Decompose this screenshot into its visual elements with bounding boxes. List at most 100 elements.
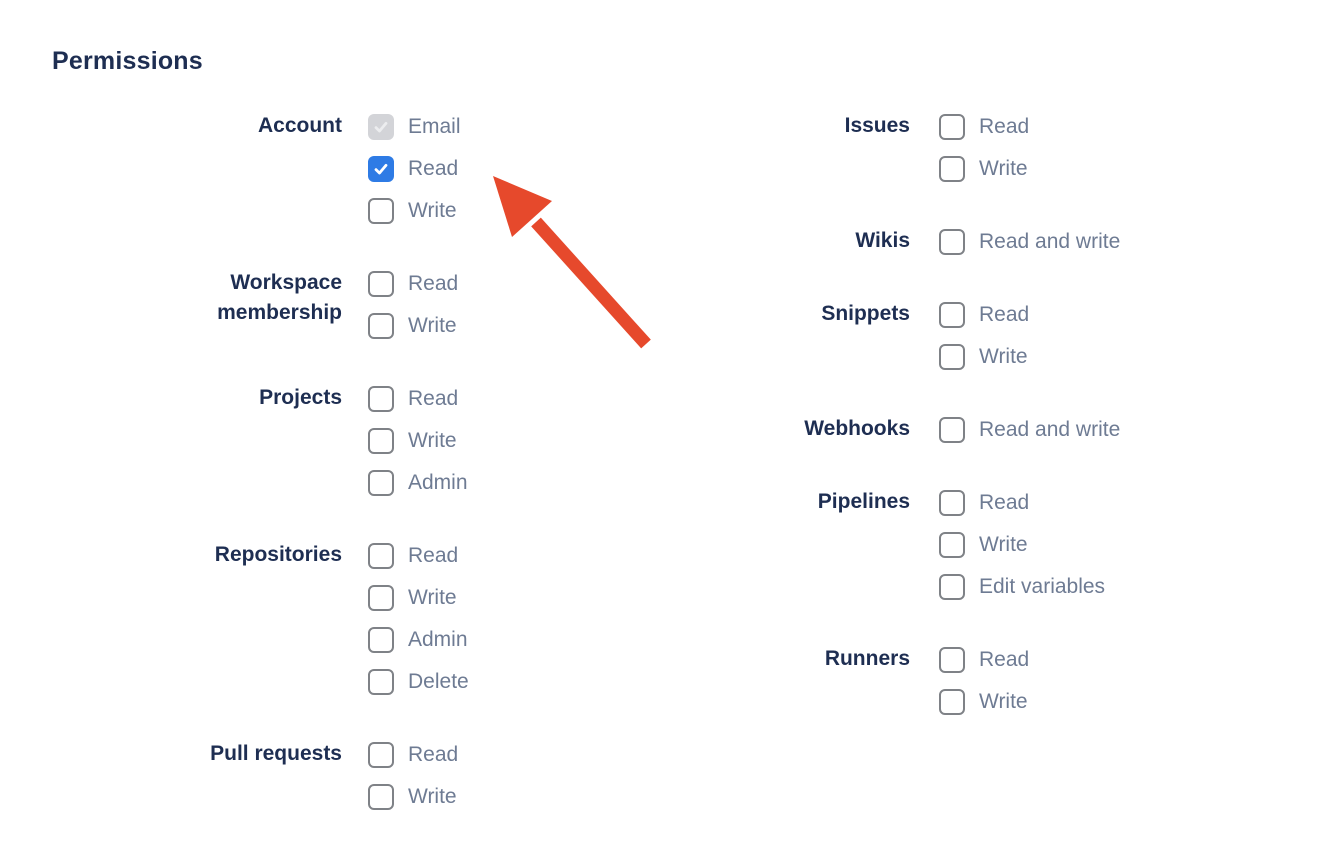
label-repositories-read: Read	[408, 544, 459, 567]
option-pull-requests-write[interactable]: Write	[368, 784, 458, 810]
checkbox-runners-write[interactable]	[939, 689, 965, 715]
option-wikis-read-and-write[interactable]: Read and write	[939, 229, 1120, 255]
checkbox-projects-read[interactable]	[368, 386, 394, 412]
checkbox-issues-write[interactable]	[939, 156, 965, 182]
checkbox-pipelines-read[interactable]	[939, 490, 965, 516]
option-runners-read[interactable]: Read	[939, 647, 1029, 673]
label-pull-requests-read: Read	[408, 743, 459, 766]
option-pipelines-edit-variables[interactable]: Edit variables	[939, 574, 1105, 600]
group-label-snippets: Snippets	[821, 302, 910, 325]
checkbox-snippets-write[interactable]	[939, 344, 965, 370]
checkbox-account-write[interactable]	[368, 198, 394, 224]
checkbox-pipelines-edit-variables[interactable]	[939, 574, 965, 600]
permissions-heading: Permissions	[52, 47, 203, 75]
option-projects-write[interactable]: Write	[368, 428, 468, 454]
checkbox-snippets-read[interactable]	[939, 302, 965, 328]
checkbox-pull-requests-read[interactable]	[368, 742, 394, 768]
option-repositories-read[interactable]: Read	[368, 543, 469, 569]
option-pull-requests-read[interactable]: Read	[368, 742, 458, 768]
option-webhooks-read-and-write[interactable]: Read and write	[939, 417, 1120, 443]
label-account-write: Write	[408, 199, 457, 222]
option-runners-write[interactable]: Write	[939, 689, 1029, 715]
checkbox-repositories-admin[interactable]	[368, 627, 394, 653]
label-issues-read: Read	[979, 115, 1030, 138]
checkbox-repositories-write[interactable]	[368, 585, 394, 611]
arrow-head-icon	[493, 176, 552, 237]
checkbox-repositories-delete[interactable]	[368, 669, 394, 695]
option-pipelines-read[interactable]: Read	[939, 490, 1105, 516]
label-webhooks-read-and-write: Read and write	[979, 418, 1121, 441]
label-pipelines-read: Read	[979, 491, 1030, 514]
label-runners-read: Read	[979, 648, 1030, 671]
checkbox-account-read[interactable]	[368, 156, 394, 182]
label-pipelines-write: Write	[979, 533, 1028, 556]
permission-group-webhooks: Webhooks Read and write	[640, 417, 1120, 459]
group-label-issues: Issues	[844, 114, 910, 137]
checkbox-webhooks-read-and-write[interactable]	[939, 417, 965, 443]
group-label-webhooks: Webhooks	[804, 417, 910, 440]
label-projects-read: Read	[408, 387, 459, 410]
checkbox-wikis-read-and-write[interactable]	[939, 229, 965, 255]
checkbox-projects-admin[interactable]	[368, 470, 394, 496]
checkbox-issues-read[interactable]	[939, 114, 965, 140]
check-icon	[374, 121, 388, 133]
option-issues-read[interactable]: Read	[939, 114, 1029, 140]
label-snippets-write: Write	[979, 345, 1028, 368]
label-workspace-membership-write: Write	[408, 314, 457, 337]
group-label-workspace-membership: Workspace membership	[217, 271, 342, 324]
group-label-account: Account	[258, 114, 342, 137]
checkbox-pipelines-write[interactable]	[939, 532, 965, 558]
option-repositories-write[interactable]: Write	[368, 585, 469, 611]
label-runners-write: Write	[979, 690, 1028, 713]
option-projects-admin[interactable]: Admin	[368, 470, 468, 496]
label-wikis-read-and-write: Read and write	[979, 230, 1121, 253]
option-repositories-admin[interactable]: Admin	[368, 627, 469, 653]
label-issues-write: Write	[979, 157, 1028, 180]
option-account-email[interactable]: Email	[368, 114, 461, 140]
arrow-shaft	[531, 217, 651, 349]
option-workspace-membership-read[interactable]: Read	[368, 271, 458, 297]
group-label-runners: Runners	[824, 647, 910, 670]
option-issues-write[interactable]: Write	[939, 156, 1029, 182]
label-account-email: Email	[408, 115, 461, 138]
group-label-pull-requests: Pull requests	[210, 742, 342, 765]
option-projects-read[interactable]: Read	[368, 386, 468, 412]
option-snippets-read[interactable]: Read	[939, 302, 1029, 328]
option-repositories-delete[interactable]: Delete	[368, 669, 469, 695]
checkbox-workspace-membership-read[interactable]	[368, 271, 394, 297]
group-label-wikis: Wikis	[855, 229, 910, 252]
checkbox-account-email[interactable]	[368, 114, 394, 140]
check-icon	[374, 163, 388, 175]
option-snippets-write[interactable]: Write	[939, 344, 1029, 370]
checkbox-pull-requests-write[interactable]	[368, 784, 394, 810]
option-pipelines-write[interactable]: Write	[939, 532, 1105, 558]
checkbox-repositories-read[interactable]	[368, 543, 394, 569]
checkbox-projects-write[interactable]	[368, 428, 394, 454]
label-projects-write: Write	[408, 429, 457, 452]
checkbox-workspace-membership-write[interactable]	[368, 313, 394, 339]
option-workspace-membership-write[interactable]: Write	[368, 313, 458, 339]
label-snippets-read: Read	[979, 303, 1030, 326]
checkbox-runners-read[interactable]	[939, 647, 965, 673]
option-account-read[interactable]: Read	[368, 156, 461, 182]
option-account-write[interactable]: Write	[368, 198, 461, 224]
group-label-repositories: Repositories	[214, 543, 342, 566]
label-account-read: Read	[408, 157, 459, 180]
